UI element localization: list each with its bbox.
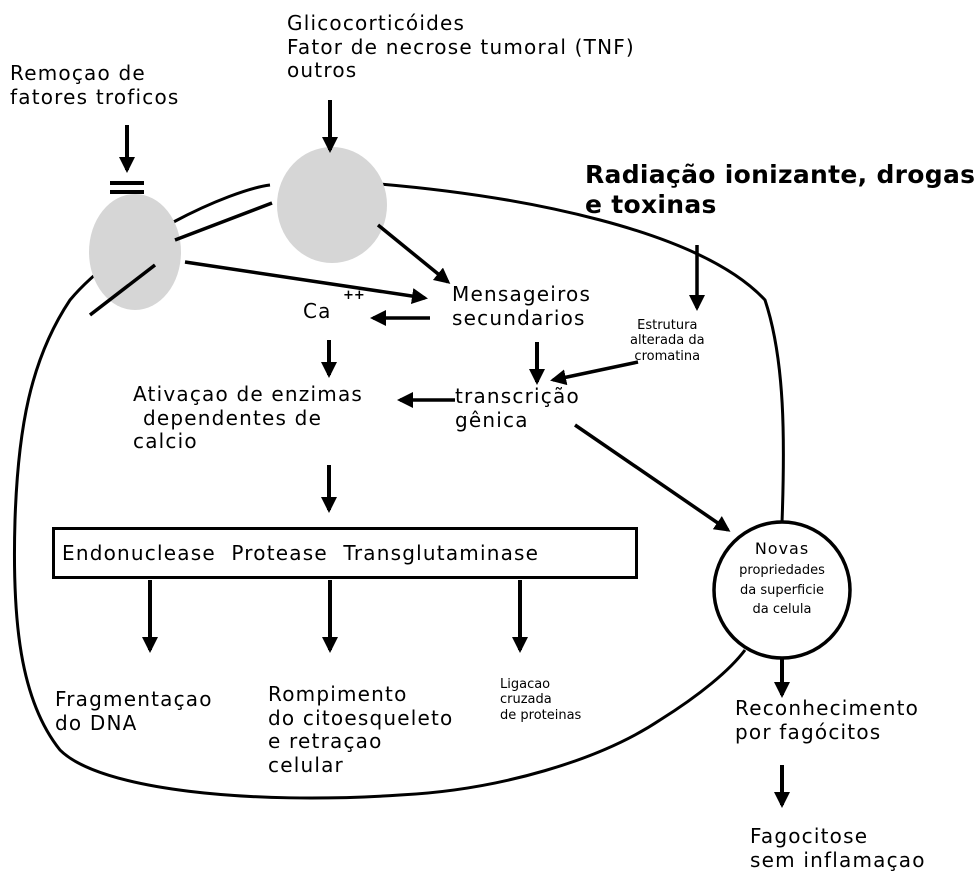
arrow-left-blob-to-mensageiros xyxy=(184,260,428,304)
arrow-top-blob-to-mensageiros xyxy=(376,223,451,284)
fagocitose-label: Fagocitose sem inflamaçao xyxy=(750,824,926,872)
rompimento-line-1: Rompimento xyxy=(268,682,408,706)
cromatina-line-2: alterada da xyxy=(630,333,705,349)
novas-label: Novas propriedades da superficie da celu… xyxy=(718,537,846,620)
arrow-cromatina-to-transcricao xyxy=(550,360,639,386)
mensageiros-line-2: secundarios xyxy=(452,305,586,330)
reconhecimento-line-1: Reconhecimento xyxy=(735,696,920,720)
rompimento-line-4: celular xyxy=(268,752,344,777)
receptor-blob-left xyxy=(89,194,181,310)
fragmentacao-line-1: Fragmentaçao xyxy=(55,687,213,711)
ligacao-line-1: Ligacao xyxy=(500,677,551,692)
ativacao-label: Ativaçao de enzimas dependentes de calci… xyxy=(133,382,364,454)
transcricao-label: transcrição gênica xyxy=(455,384,580,432)
ligacao-label: Ligacao cruzada de proteinas xyxy=(500,677,581,723)
novas-line-4: da celula xyxy=(752,602,812,617)
transcricao-line-2: gênica xyxy=(455,407,529,432)
ativacao-line-1: Ativaçao de enzimas xyxy=(133,382,364,406)
calcium-label: Ca xyxy=(303,299,332,323)
radiacao-label: Radiação ionizante, drogas e toxinas xyxy=(585,160,975,219)
arrow-blob-left-to-top xyxy=(174,201,273,242)
novas-line-1: Novas xyxy=(754,539,810,558)
mensageiros-line-1: Mensageiros xyxy=(452,282,592,306)
calcium-charge: ++ xyxy=(343,288,365,303)
radiacao-line-1: Radiação ionizante, drogas xyxy=(585,160,975,189)
reconhecimento-label: Reconhecimento por fagócitos xyxy=(735,696,920,744)
fagocitose-line-1: Fagocitose xyxy=(750,824,869,848)
cell-outline xyxy=(12,183,747,800)
arrow-transcricao-to-novas xyxy=(574,423,731,532)
arrow-blob-left-down xyxy=(88,263,157,317)
ligacao-line-3: de proteinas xyxy=(500,707,582,723)
cromatina-line-3: cromatina xyxy=(634,348,701,364)
receptor-blob-top xyxy=(277,147,387,263)
gluco-label: Glicocorticóides Fator de necrose tumora… xyxy=(287,11,635,83)
cromatina-label: Estrutura alterada da cromatina xyxy=(630,318,705,364)
mensageiros-label: Mensageiros secundarios xyxy=(452,282,592,330)
rompimento-line-3: e retraçao xyxy=(268,729,383,754)
remocao-line-1: Remoçao de xyxy=(10,61,146,85)
novas-line-3: da superficie xyxy=(740,582,824,598)
remocao-line-2: fatores troficos xyxy=(10,84,180,109)
reconhecimento-line-2: por fagócitos xyxy=(735,719,882,744)
fragmentacao-line-2: do DNA xyxy=(55,710,138,735)
fragmentacao-label: Fragmentaçao do DNA xyxy=(55,687,213,735)
remocao-label: Remoçao de fatores troficos xyxy=(10,61,180,109)
enzymes-box xyxy=(52,527,638,579)
fagocitose-line-2: sem inflamaçao xyxy=(750,847,926,872)
ativacao-line-2: dependentes de xyxy=(143,405,323,430)
enzymes-label: Endonuclease Protease Transglutaminase xyxy=(62,541,540,565)
cromatina-line-1: Estrutura xyxy=(637,318,698,333)
gluco-line-3: outros xyxy=(287,58,358,83)
ativacao-line-3: calcio xyxy=(133,429,198,454)
cell-outline-right xyxy=(367,181,785,524)
novas-line-2: propriedades xyxy=(739,563,825,578)
gluco-line-2: Fator de necrose tumoral (TNF) xyxy=(287,34,635,59)
transcricao-line-1: transcrição xyxy=(455,384,580,408)
radiacao-line-2: e toxinas xyxy=(585,189,717,219)
rompimento-line-2: do citoesqueleto xyxy=(268,705,454,730)
rompimento-label: Rompimento do citoesqueleto e retraçao c… xyxy=(268,682,454,777)
gluco-line-1: Glicocorticóides xyxy=(287,11,466,35)
ligacao-line-2: cruzada xyxy=(500,692,552,708)
